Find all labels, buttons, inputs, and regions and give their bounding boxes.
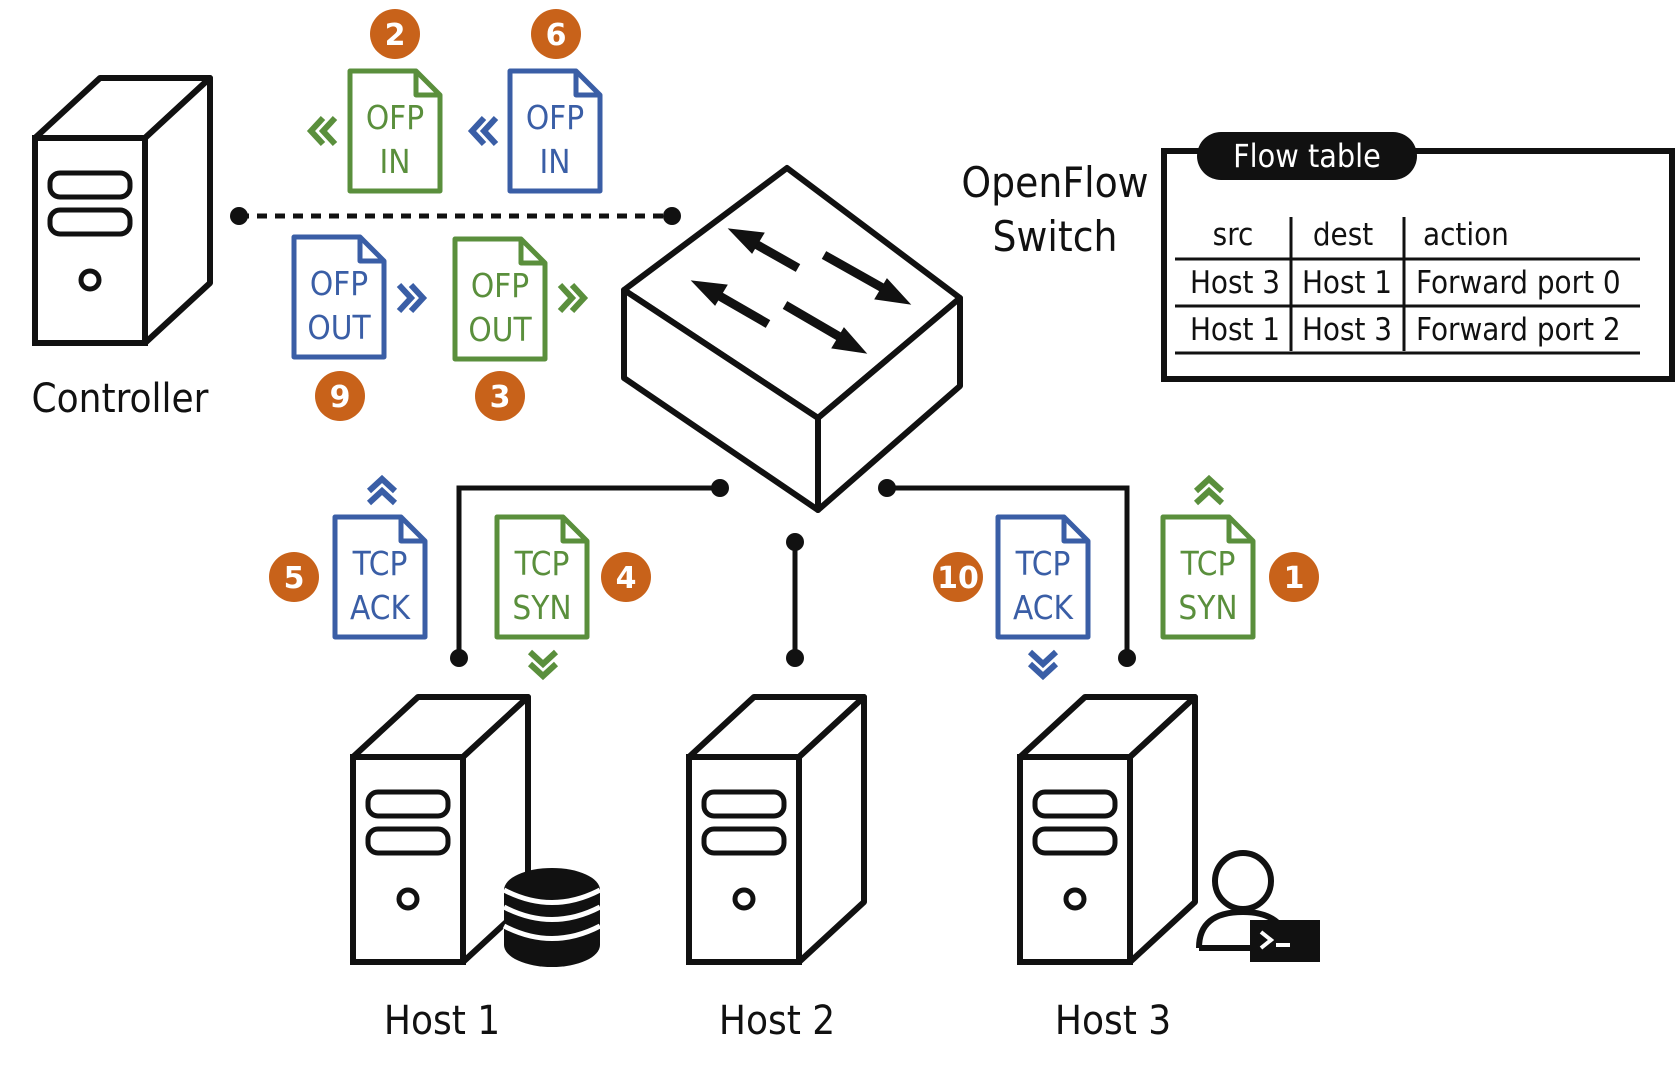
chevron-up-icon	[1196, 479, 1222, 503]
chevron-down-icon	[1030, 652, 1056, 676]
msg-ofp-out-3: OFP OUT 3	[455, 239, 584, 421]
step-badge	[933, 552, 983, 602]
row2-src: Host 1	[1190, 312, 1280, 348]
svg-text:9: 9	[330, 380, 351, 415]
step-badge	[315, 371, 365, 421]
row1-dest: Host 1	[1302, 265, 1392, 301]
svg-text:2: 2	[385, 18, 406, 53]
step-badge	[531, 9, 581, 59]
svg-text:OFP: OFP	[366, 98, 424, 137]
host3-node: Host 3	[1020, 697, 1320, 1044]
svg-text:5: 5	[284, 561, 305, 596]
host3-link	[887, 485, 1130, 658]
svg-text:4: 4	[616, 561, 637, 596]
chevron-right-icon	[560, 285, 584, 311]
switch-node: OpenFlow Switch	[621, 158, 1149, 513]
row2-action: Forward port 2	[1416, 312, 1621, 348]
switch-label-line1: OpenFlow	[961, 158, 1148, 207]
svg-text:TCP: TCP	[514, 544, 570, 583]
svg-text:1: 1	[1284, 561, 1305, 596]
svg-text:ACK: ACK	[350, 588, 411, 627]
chevron-left-icon	[472, 118, 496, 144]
svg-text:TCP: TCP	[1180, 544, 1236, 583]
host2-node: Host 2	[689, 697, 864, 1044]
host1-label: Host 1	[384, 998, 500, 1044]
switch-arrows-icon	[690, 228, 912, 354]
controller-label: Controller	[32, 376, 209, 422]
svg-text:10: 10	[937, 561, 979, 596]
svg-text:OFP: OFP	[526, 98, 584, 137]
host1-node: Host 1	[353, 697, 602, 1044]
svg-text:SYN: SYN	[1178, 588, 1237, 627]
col-header-dest: dest	[1313, 217, 1373, 253]
svg-text:3: 3	[490, 380, 511, 415]
flow-table: Flow table src dest action Host 3 Host 1…	[1161, 132, 1675, 382]
row1-src: Host 3	[1190, 265, 1280, 301]
msg-ofp-out-9: OFP OUT 9	[294, 237, 423, 421]
step-badge	[1269, 552, 1319, 602]
chevron-down-icon	[530, 652, 556, 676]
host1-link	[456, 485, 720, 658]
chevron-up-icon	[369, 479, 395, 503]
msg-tcp-ack-5: TCP ACK 5	[269, 479, 425, 637]
step-badge	[269, 552, 319, 602]
svg-text:OFP: OFP	[471, 266, 529, 305]
svg-text:TCP: TCP	[1015, 544, 1071, 583]
svg-text:OUT: OUT	[468, 310, 532, 349]
server-tower-icon	[689, 697, 864, 962]
step-badge	[475, 371, 525, 421]
msg-tcp-ack-10: TCP ACK 10	[933, 517, 1088, 676]
chevron-right-icon	[399, 285, 423, 311]
msg-ofp-in-6: OFP IN 6	[472, 9, 600, 191]
switch-label-line2: Switch	[993, 212, 1118, 261]
step-badge	[601, 552, 651, 602]
svg-text:SYN: SYN	[512, 588, 571, 627]
col-header-src: src	[1213, 217, 1254, 253]
server-tower-icon	[35, 78, 210, 343]
server-tower-icon	[1020, 697, 1195, 962]
host3-label: Host 3	[1055, 998, 1171, 1044]
svg-text:6: 6	[546, 18, 567, 53]
svg-text:OFP: OFP	[310, 264, 368, 303]
svg-text:ACK: ACK	[1013, 588, 1074, 627]
step-badge	[370, 9, 420, 59]
svg-text:IN: IN	[380, 142, 411, 181]
chevron-left-icon	[311, 118, 335, 144]
database-icon	[502, 868, 602, 967]
msg-tcp-syn-1: TCP SYN 1	[1163, 479, 1319, 637]
svg-text:OUT: OUT	[307, 308, 371, 347]
server-tower-icon	[353, 697, 528, 962]
host2-label: Host 2	[719, 998, 835, 1044]
svg-text:IN: IN	[540, 142, 571, 181]
msg-tcp-syn-4: TCP SYN 4	[497, 517, 651, 676]
row2-dest: Host 3	[1302, 312, 1392, 348]
flow-table-title: Flow table	[1233, 137, 1381, 175]
user-terminal-icon	[1196, 850, 1320, 962]
links	[230, 207, 1136, 667]
row1-action: Forward port 0	[1416, 265, 1621, 301]
col-header-action: action	[1423, 217, 1509, 253]
msg-ofp-in-2: OFP IN 2	[311, 9, 440, 191]
controller-node: Controller	[32, 78, 210, 422]
svg-text:TCP: TCP	[352, 544, 408, 583]
